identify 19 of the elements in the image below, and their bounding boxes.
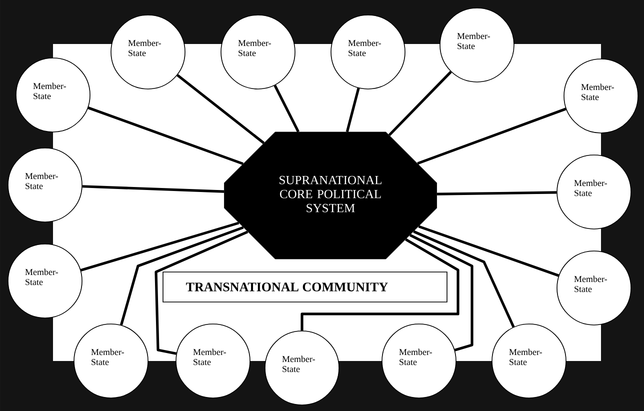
connector-line <box>154 230 248 355</box>
connector-line <box>388 70 452 136</box>
connector-line <box>88 106 244 166</box>
connector-line <box>82 185 224 193</box>
connector-line <box>418 225 560 277</box>
connector-line <box>176 74 265 144</box>
node-label: Member-State <box>581 84 614 100</box>
label-box: TRANSNATIONAL COMMUNITY <box>162 272 448 302</box>
connector-line <box>300 238 460 331</box>
octagon: SUPRANATIONAL CORE POLITICAL SYSTEM <box>224 132 437 260</box>
node-label: Member-State <box>282 356 315 372</box>
connector-line <box>346 88 360 132</box>
connector-line <box>120 226 244 326</box>
connector-line <box>409 234 474 352</box>
connector-line <box>80 222 240 272</box>
connector-line <box>417 108 566 165</box>
connector-line <box>437 191 557 196</box>
connector-line <box>413 230 515 328</box>
connector-line <box>274 84 300 132</box>
